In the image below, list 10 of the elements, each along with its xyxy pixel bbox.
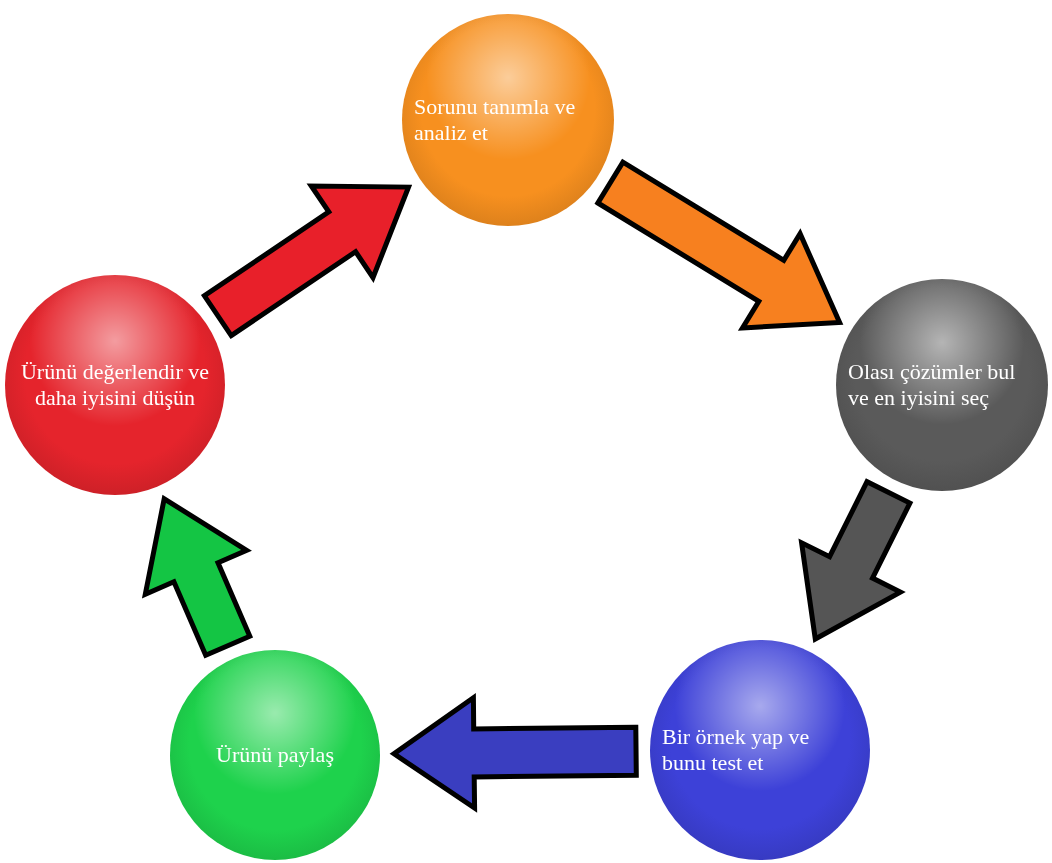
step-label: Ürünü paylaş <box>215 741 335 769</box>
step-label: Sorunu tanımla ve analiz et <box>413 93 577 147</box>
step-label: Olası çözümler bul ve en iyisini seç <box>847 358 1017 412</box>
block-arrow <box>200 183 413 340</box>
block-arrow <box>594 158 844 331</box>
step-label: Bir örnek yap ve bunu test et <box>661 723 811 777</box>
step-label: Ürünü değerlendir ve daha iyisini düşün <box>19 358 211 412</box>
block-arrow <box>798 478 914 643</box>
block-arrow <box>389 693 639 813</box>
block-arrow <box>141 494 254 659</box>
